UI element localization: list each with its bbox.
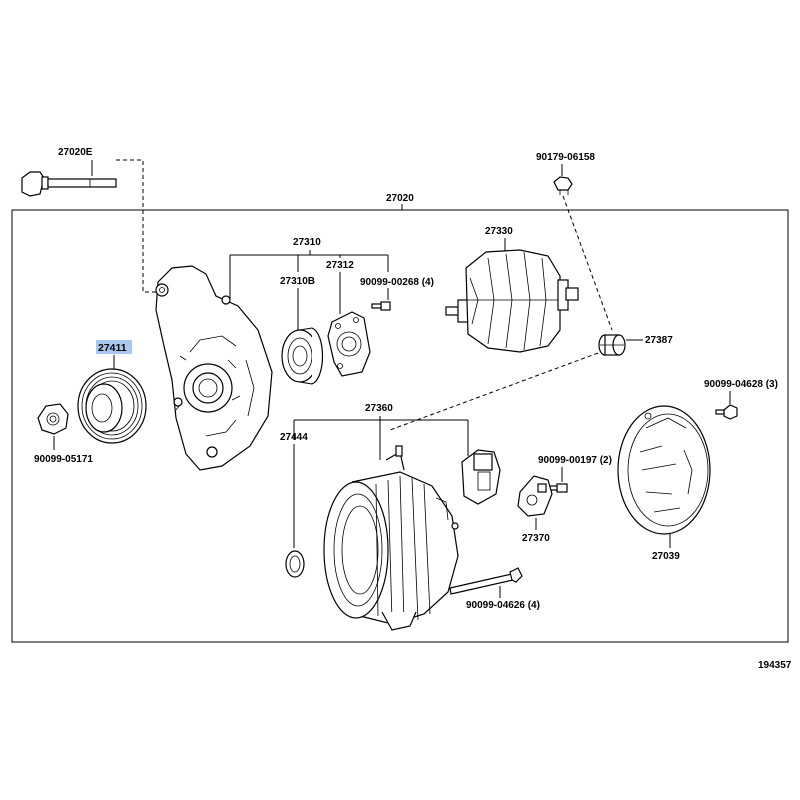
assembly-frame (11, 209, 789, 643)
label-27387: 27387 (645, 335, 673, 346)
label-90179-06158: 90179-06158 (536, 152, 595, 163)
label-27360: 27360 (365, 403, 393, 414)
label-27020: 27020 (386, 193, 414, 204)
label-27039: 27039 (652, 551, 680, 562)
rear-end-frame-27360[interactable] (323, 445, 459, 631)
bolt-90099-04626[interactable] (449, 567, 523, 595)
label-27020e: 27020E (58, 147, 93, 158)
screw-90099-04628[interactable] (715, 404, 738, 420)
nut-90099-05171[interactable] (37, 403, 69, 435)
label-90099-04626: 90099-04626 (4) (466, 600, 540, 611)
label-90099-04628: 90099-04628 (3) (704, 379, 778, 390)
drive-end-frame[interactable] (155, 265, 273, 471)
gasket-27444[interactable] (285, 550, 305, 578)
label-27312: 27312 (326, 260, 354, 271)
label-27310: 27310 (293, 237, 321, 248)
brush-holder-27370[interactable] (517, 475, 553, 517)
label-90099-00268: 90099-00268 (4) (360, 277, 434, 288)
bearing-27310b[interactable] (281, 327, 323, 385)
retainer-plate-27312[interactable] (327, 311, 371, 377)
label-27411[interactable]: 27411 (98, 342, 127, 354)
highlight-27411 (96, 340, 132, 354)
bolt-27020e[interactable] (21, 171, 117, 197)
label-27444: 27444 (280, 432, 308, 443)
nut-90179-06158[interactable] (553, 176, 573, 195)
regulator[interactable] (461, 449, 501, 505)
pulley-27411[interactable] (77, 368, 147, 444)
label-90099-00197: 90099-00197 (2) (538, 455, 612, 466)
figure-number: 194357 (758, 660, 792, 671)
rotor-27330[interactable] (445, 249, 579, 353)
label-27330: 27330 (485, 226, 513, 237)
seal-27387[interactable] (598, 334, 626, 356)
label-27370: 27370 (522, 533, 550, 544)
screw-90099-00197[interactable] (547, 483, 568, 493)
label-27310b: 27310B (280, 276, 315, 287)
screw-90099-00268[interactable] (371, 301, 391, 311)
rear-cover-27039[interactable] (617, 405, 711, 535)
label-90099-05171: 90099-05171 (34, 454, 93, 465)
